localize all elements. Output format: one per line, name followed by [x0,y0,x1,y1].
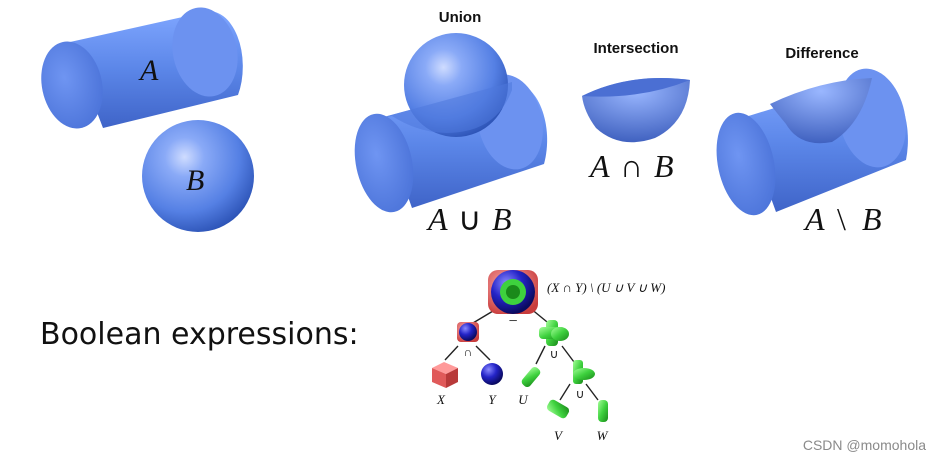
svg-text:A: A [426,201,448,237]
svg-text:\: \ [837,201,846,237]
cylinder-a-shape [41,7,243,129]
svg-text:B: B [862,201,882,237]
union-node [539,320,569,346]
difference-shape [716,68,908,216]
difference-expression: A \ B [803,201,882,237]
left-operator: ∩ [464,345,473,359]
csg-tree: (X ∩ Y) \ (U ∪ V ∪ W) − ∩ ∪ ∪ [432,270,665,443]
leaf-y-sphere [481,363,503,385]
root-expression: (X ∩ Y) \ (U ∪ V ∪ W) [547,280,665,295]
leaf-label: V [554,428,564,443]
leaf-label: X [436,392,446,407]
watermark: CSDN @momohola [803,437,926,453]
intersection-shape [582,78,690,143]
right-operator: ∪ [550,347,559,361]
root-operator: − [508,313,517,330]
leaf-x-cube [432,362,458,388]
intersection-node [457,322,479,342]
intersection-expression: A ∩ B [588,148,674,184]
sphere-b-shape [142,120,254,232]
svg-text:A: A [588,148,610,184]
leaf-label: W [597,428,609,443]
cylinder-a-label: A [138,54,159,87]
leaf-w-cylinder [598,400,608,422]
difference-heading: Difference [785,45,858,62]
leaf-v-cylinder [546,399,570,419]
leaf-u-cylinder [521,366,541,388]
leaf-label: U [518,392,529,407]
sub-operator: ∪ [576,387,585,401]
svg-text:∩: ∩ [620,148,643,184]
svg-text:B: B [492,201,512,237]
union-heading: Union [439,9,482,26]
svg-text:∪: ∪ [458,201,481,237]
union-shape [354,33,548,213]
leaf-label: Y [488,392,497,407]
sub-union-node [573,360,595,384]
svg-text:B: B [654,148,674,184]
intersection-heading: Intersection [593,40,678,57]
root-node [488,270,538,314]
union-expression: A ∪ B [426,201,512,237]
boolean-expressions-title: Boolean expressions: [40,317,359,352]
svg-text:A: A [803,201,825,237]
sphere-b-label: B [186,164,204,197]
